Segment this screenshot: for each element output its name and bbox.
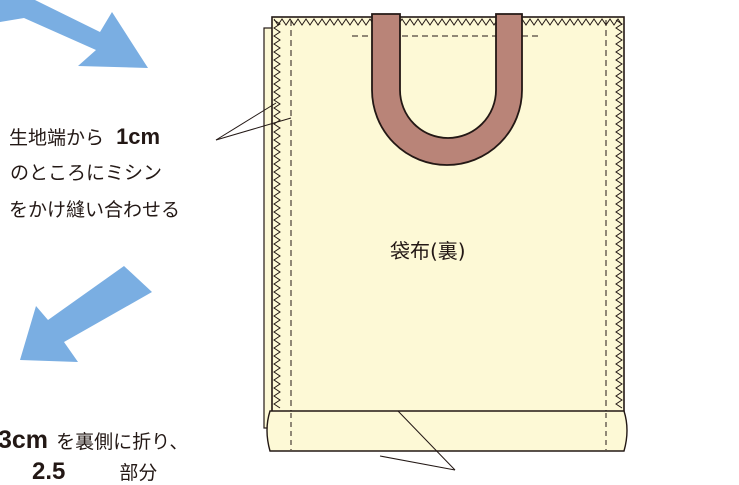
stitch-note-line2: のところにミシン bbox=[10, 162, 163, 184]
stitch-note-line3: をかけ縫い合わせる bbox=[9, 199, 181, 221]
diagram: 袋布(裏) 生地端から 1cm のところにミシン をかけ縫い合わせる 3cm を… bbox=[0, 0, 628, 484]
bag-fabric-label: 袋布(裏) bbox=[390, 239, 466, 263]
arrow-down-left-icon bbox=[20, 266, 152, 362]
fold-note-partial-value: 2.5 bbox=[32, 458, 66, 485]
leader-line-hem-a bbox=[379, 455, 456, 471]
stitch-note-line1: 生地端から 1cm bbox=[9, 126, 160, 148]
bag-sewing-diagram bbox=[0, 0, 628, 471]
zigzag-left-edge bbox=[273, 19, 281, 409]
fold-note-partial-suffix: 部分 bbox=[119, 462, 158, 484]
fold-note-value: 3cm bbox=[0, 426, 49, 454]
arrow-down-right-icon bbox=[0, 0, 148, 68]
leader-line-stitch-b bbox=[215, 117, 292, 141]
zigzag-top-edge bbox=[273, 18, 623, 26]
leader-line-hem-b bbox=[397, 410, 456, 471]
fold-note-line1: 3cm を裏側に折り、 bbox=[0, 428, 188, 453]
bag-fabric-panel bbox=[271, 16, 625, 413]
leader-line-stitch-a bbox=[215, 102, 277, 141]
fold-note-line2: 2.5 部分 bbox=[12, 460, 157, 484]
stitch-note-prefix: 生地端から bbox=[9, 127, 105, 149]
stitch-note-value: 1cm bbox=[116, 124, 161, 149]
fold-note-suffix: を裏側に折り、 bbox=[56, 431, 189, 453]
bag-handle bbox=[371, 13, 523, 166]
folded-hem bbox=[266, 410, 628, 452]
zigzag-right-edge bbox=[615, 19, 623, 409]
